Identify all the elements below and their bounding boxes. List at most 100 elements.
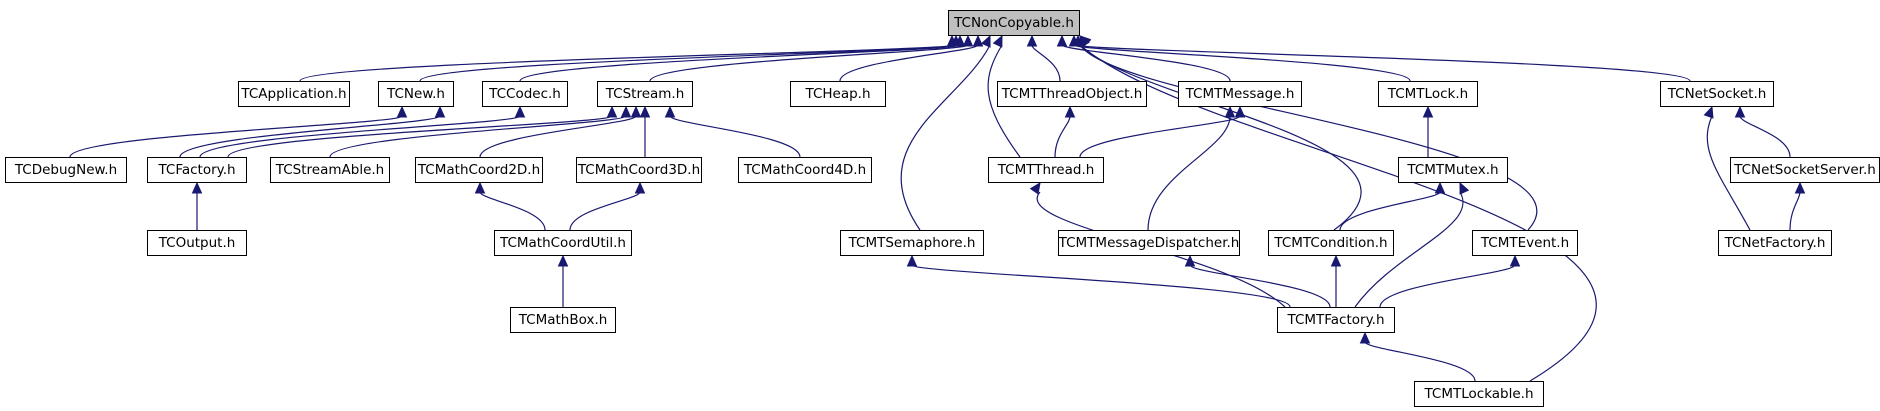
edge-netfact-to-netsrv [1789,191,1801,231]
node-tcmathcoord3d[interactable]: TCMathCoord3D.h [576,157,702,183]
edge-mtfact-to-mtevent [1379,264,1516,308]
edge-factory-to-stream [227,115,613,158]
node-tcmtthread[interactable]: TCMTThread.h [988,157,1104,183]
arrowhead-netfact-to-netsock [1703,105,1714,119]
edge-mtevent-to-root [1079,44,1538,231]
arrowhead-heap-to-root [972,34,984,47]
arrowhead-mtfact-to-mtevent [1509,254,1521,267]
edge-stream-to-root [649,44,969,82]
node-tcmtthreadobject[interactable]: TCMTThreadObject.h [997,81,1147,107]
node-tcfactory[interactable]: TCFactory.h [147,157,247,183]
arrowhead-stream-to-root [962,34,974,47]
node-tcmtfactory[interactable]: TCMTFactory.h [1277,307,1395,333]
edge-mtfact-to-mtmsgdisp [1189,264,1331,308]
edge-streamable-to-stream [329,115,627,158]
node-tcnetfactory[interactable]: TCNetFactory.h [1718,230,1832,256]
node-tcnoncopyable: TCNonCopyable.h [948,10,1080,36]
edge-mtmsgdisp-to-mtmsg [1147,115,1231,231]
node-tcnew[interactable]: TCNew.h [378,81,454,107]
node-tcstreamable[interactable]: TCStreamAble.h [270,157,390,183]
edge-mtcond-to-root [1079,44,1362,231]
edge-netfact-to-netsock [1706,115,1751,231]
arrowhead-mtcond-to-mtmutex [1434,181,1446,194]
node-tcmtmutex[interactable]: TCMTMutex.h [1398,157,1508,183]
edge-mtsem-to-root [900,44,991,231]
arrowhead-codec-to-root [954,34,966,47]
edge-mcutil-to-mc3d [569,191,641,231]
edge-heap-to-root [839,44,979,82]
arrowhead-mtmsg-to-root [1056,34,1068,47]
arrowhead-mtthread-to-mtmsg [1234,105,1246,118]
arrowhead-mcutil-to-mc2d [474,181,486,194]
arrowhead-mathbox-to-mcutil [557,254,569,267]
node-tcnetsocketserver[interactable]: TCNetSocketServer.h [1730,157,1880,183]
arrowhead-mtlockable-to-mtfact [1359,331,1371,344]
arrowhead-mc4d-to-stream [664,105,676,118]
edge-mtlockable-to-mtfact [1364,341,1476,382]
edge-mtfact-to-mtmutex [1354,191,1464,308]
arrowhead-factory-to-codec [514,105,526,118]
node-tcmathcoord2d[interactable]: TCMathCoord2D.h [415,157,543,183]
node-tcmtcondition[interactable]: TCMTCondition.h [1268,230,1394,256]
arrowhead-mtfact-to-mtcond [1330,254,1342,267]
arrowhead-mc3d-to-stream [639,105,651,118]
arrowhead-mtfact-to-mtmutex [1459,181,1470,195]
edge-mttobj-to-root [1031,44,1061,82]
edge-mtthread-to-mtmsg [1079,115,1241,158]
arrowhead-netsrv-to-netsock [1734,105,1746,118]
edge-factory-to-new [179,115,441,158]
arrowhead-mtlockable-to-root [1079,35,1092,48]
arrowhead-mttobj-to-root [1026,34,1038,47]
edge-mc2d-to-stream [479,115,637,158]
node-tcmtlockable[interactable]: TCMTLockable.h [1414,381,1544,407]
arrowhead-netfact-to-netsrv [1794,181,1806,194]
arrowhead-debugnew-to-new [396,105,408,118]
edge-mtthread-to-mttobj [1054,115,1071,158]
node-tcmathcoord4d[interactable]: TCMathCoord4D.h [738,157,872,183]
arrowhead-factory-to-stream [606,105,618,118]
node-tcmtmessagedispatcher[interactable]: TCMTMessageDispatcher.h [1058,230,1240,256]
arrowhead-mtfact-to-mtthread [1029,181,1041,195]
edge-factory-to-codec [199,115,521,158]
edge-mcutil-to-mc2d [479,191,546,231]
node-tcdebugnew[interactable]: TCDebugNew.h [5,157,127,183]
node-tcmathcoordutil[interactable]: TCMathCoordUtil.h [494,230,632,256]
node-tcmtsemaphore[interactable]: TCMTSemaphore.h [840,230,984,256]
edge-mtcond-to-mtmutex [1339,191,1441,231]
arrowhead-mtthread-to-mttobj [1064,105,1076,118]
edge-mc4d-to-stream [669,115,801,158]
arrowhead-mtfact-to-mtsem [906,254,918,267]
arrowhead-mtthread-to-root [992,34,1003,48]
arrowhead-mcutil-to-mc3d [634,181,646,194]
node-tcheap[interactable]: TCHeap.h [790,81,886,107]
arrowhead-mtmsgdisp-to-mtmsg [1224,105,1236,118]
arrowhead-factory-to-new [434,105,446,118]
edge-netsrv-to-netsock [1739,115,1791,158]
node-tcmathbox[interactable]: TCMathBox.h [510,307,616,333]
edge-mtthread-to-root [987,44,1021,158]
node-tcmtevent[interactable]: TCMTEvent.h [1472,230,1578,256]
arrowhead-mc2d-to-stream [630,105,642,118]
edge-netsock-to-root [1077,44,1691,82]
node-tccodec[interactable]: TCCodec.h [482,81,568,107]
node-tcmtlock[interactable]: TCMTLock.h [1378,81,1478,107]
edge-mtmsg-to-root [1061,44,1231,82]
arrowhead-output-to-factory [191,181,203,194]
node-tcstream[interactable]: TCStream.h [597,81,693,107]
arrowhead-mtsem-to-root [980,34,991,48]
edge-codec-to-root [519,44,961,82]
edge-mtlockable-to-root [1079,44,1597,382]
node-tcnetsocket[interactable]: TCNetSocket.h [1660,81,1774,107]
node-tcapplication[interactable]: TCApplication.h [238,81,350,107]
edge-app-to-root [299,44,953,82]
edge-mtlock-to-root [1073,44,1411,82]
node-tcoutput[interactable]: TCOutput.h [147,230,247,256]
node-tcmtmessage[interactable]: TCMTMessage.h [1178,81,1302,107]
edge-mtfact-to-mtsem [911,264,1291,308]
edge-debugnew-to-new [69,115,403,158]
arrowhead-mtfact-to-mtmsgdisp [1184,254,1196,267]
arrowhead-streamable-to-stream [620,105,632,118]
arrowhead-mtmutex-to-mtlock [1422,105,1434,118]
